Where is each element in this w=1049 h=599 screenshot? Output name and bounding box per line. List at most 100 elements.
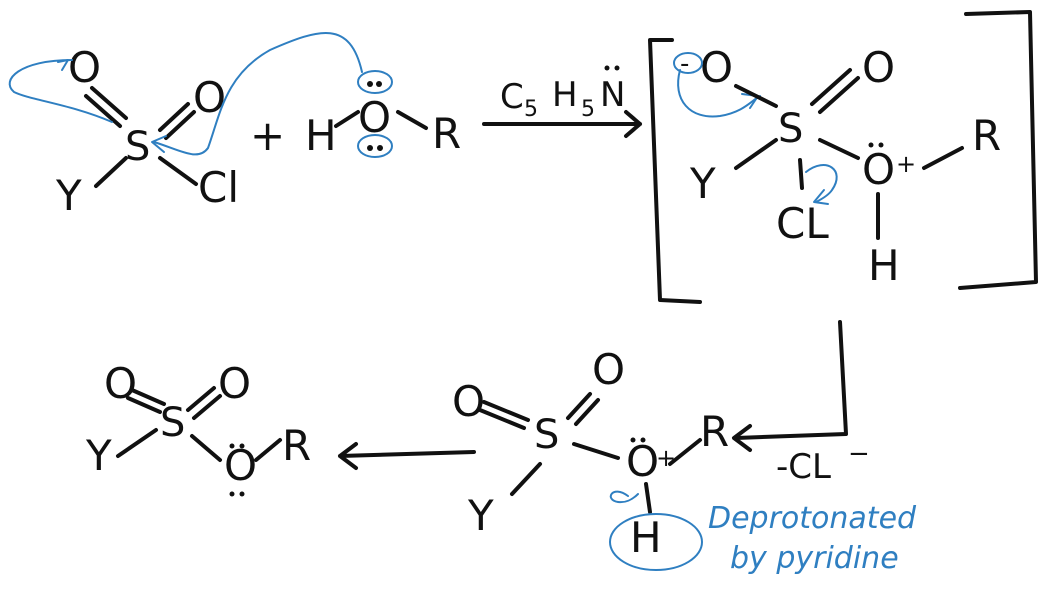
loss-chloride: -CL (776, 447, 831, 487)
bracket-left (648, 38, 702, 304)
atom-y-int: Y (689, 159, 716, 208)
atom-s-int: S (778, 106, 803, 152)
reaction-arrow-1: C 5 H 5 N (482, 65, 642, 138)
reagent-h: H (552, 75, 578, 115)
atom-o-minus: O (700, 43, 733, 92)
lone-pair-dot (630, 437, 636, 443)
atom-o-alcohol: O (358, 93, 391, 142)
bond-s-y (510, 462, 542, 496)
atom-y: Y (55, 171, 82, 220)
sulfonyl-chloride: O O S Y Cl (8, 43, 239, 220)
reagent-sub-5b: 5 (581, 97, 595, 122)
atom-s: S (160, 400, 185, 446)
bond-s-o (572, 442, 620, 460)
reagent-c: C (500, 77, 524, 117)
negative-charge-circle (673, 52, 703, 74)
curved-arrow-leaving-head (813, 189, 829, 205)
plus-sign: + (250, 111, 285, 160)
reaction-arrow-2: -CL − (732, 320, 870, 487)
proton-circle (609, 513, 703, 571)
protonated-ester: O O S Y O + R H Deprotonated by pyridine (452, 345, 917, 576)
lone-pair-dot (377, 145, 383, 151)
lone-pair-dot (239, 491, 245, 497)
double-bond-s-o (810, 68, 860, 114)
charge-plus: + (656, 444, 676, 472)
double-bond-s-o-top (84, 86, 128, 128)
lone-pair-dot (367, 81, 373, 87)
sulfonate-ester-product: O O S Y O R (85, 359, 311, 497)
atom-o-ester: O (224, 441, 257, 490)
lone-pair-dot (868, 142, 874, 148)
atom-o-top: O (68, 43, 101, 92)
reagent-sub-5a: 5 (524, 97, 538, 122)
bond-o-r (396, 110, 428, 130)
arrow-line (482, 110, 642, 138)
lone-pair-dot (229, 491, 235, 497)
bond-h-o (334, 110, 360, 128)
alcohol: H O R (151, 32, 461, 160)
atom-o-top-int: O (862, 43, 895, 92)
arrow-head (732, 424, 752, 452)
double-bond-s-o-left (478, 400, 530, 430)
atom-o-right: O (193, 73, 226, 122)
double-bond-s-o-top (566, 392, 600, 426)
curved-arrow-deprotonate (609, 490, 639, 504)
curved-arrow-reform (677, 69, 761, 118)
double-bond-s-o-right (186, 386, 222, 420)
loss-charge: − (848, 439, 870, 469)
atom-r: R (700, 407, 729, 456)
bond-o-s (734, 84, 778, 108)
lone-pair-circle (357, 134, 393, 158)
curved-arrow-o-head (57, 59, 69, 71)
lone-pair-dot (229, 443, 235, 449)
atom-o-right: O (218, 359, 251, 408)
arrow-down-left (734, 320, 848, 440)
bracket-right (958, 10, 1038, 290)
lone-pair-dot (367, 145, 373, 151)
bond-o-r (668, 438, 702, 466)
lone-pair-dot (878, 142, 884, 148)
atom-o-top: O (592, 345, 625, 394)
atom-s: S (125, 124, 150, 170)
reagent-lone-pair (614, 65, 620, 71)
bond-s-y (94, 156, 128, 188)
bond-s-y (734, 138, 778, 170)
reagent-lone-pair (604, 65, 610, 71)
lone-pair-circle (357, 70, 393, 94)
bond-s-o (818, 138, 860, 160)
lone-pair-dot (239, 443, 245, 449)
atom-cl: Cl (198, 163, 239, 212)
atom-y: Y (85, 431, 112, 480)
double-bond-s-o-left (126, 388, 166, 414)
double-bond-s-o-right (158, 102, 196, 140)
bond-s-y (116, 428, 158, 458)
atom-h: H (630, 513, 662, 562)
charge-minus: - (680, 49, 689, 79)
bond-o-r (254, 438, 282, 462)
curved-arrow-leaving (805, 164, 838, 203)
atom-h-alcohol: H (305, 111, 337, 160)
intermediate: O - O S Y CL O + R H (648, 10, 1038, 304)
bond-s-o (190, 434, 222, 462)
atom-s: S (534, 412, 559, 458)
curved-arrow-attack-head (151, 135, 167, 153)
atom-cl-int: CL (776, 199, 829, 248)
bond-s-cl (798, 158, 804, 190)
reaction-arrow-3 (338, 442, 476, 470)
lone-pair-dot (640, 437, 646, 443)
atom-r: R (282, 421, 311, 470)
atom-r-alcohol: R (432, 109, 461, 158)
charge-plus: + (896, 150, 916, 178)
bond-s-cl (158, 156, 198, 186)
lone-pair-dot (376, 81, 382, 87)
atom-r-int: R (972, 111, 1001, 160)
bond-o-h (644, 482, 652, 514)
reagent-n: N (600, 75, 625, 115)
annotation-line-2: by pyridine (730, 541, 899, 576)
atom-y: Y (467, 491, 494, 540)
annotation-line-1: Deprotonated (708, 501, 917, 536)
atom-o-plus-int: O (862, 145, 895, 194)
curved-arrow-attack (153, 32, 363, 156)
atom-o-left: O (452, 377, 485, 426)
